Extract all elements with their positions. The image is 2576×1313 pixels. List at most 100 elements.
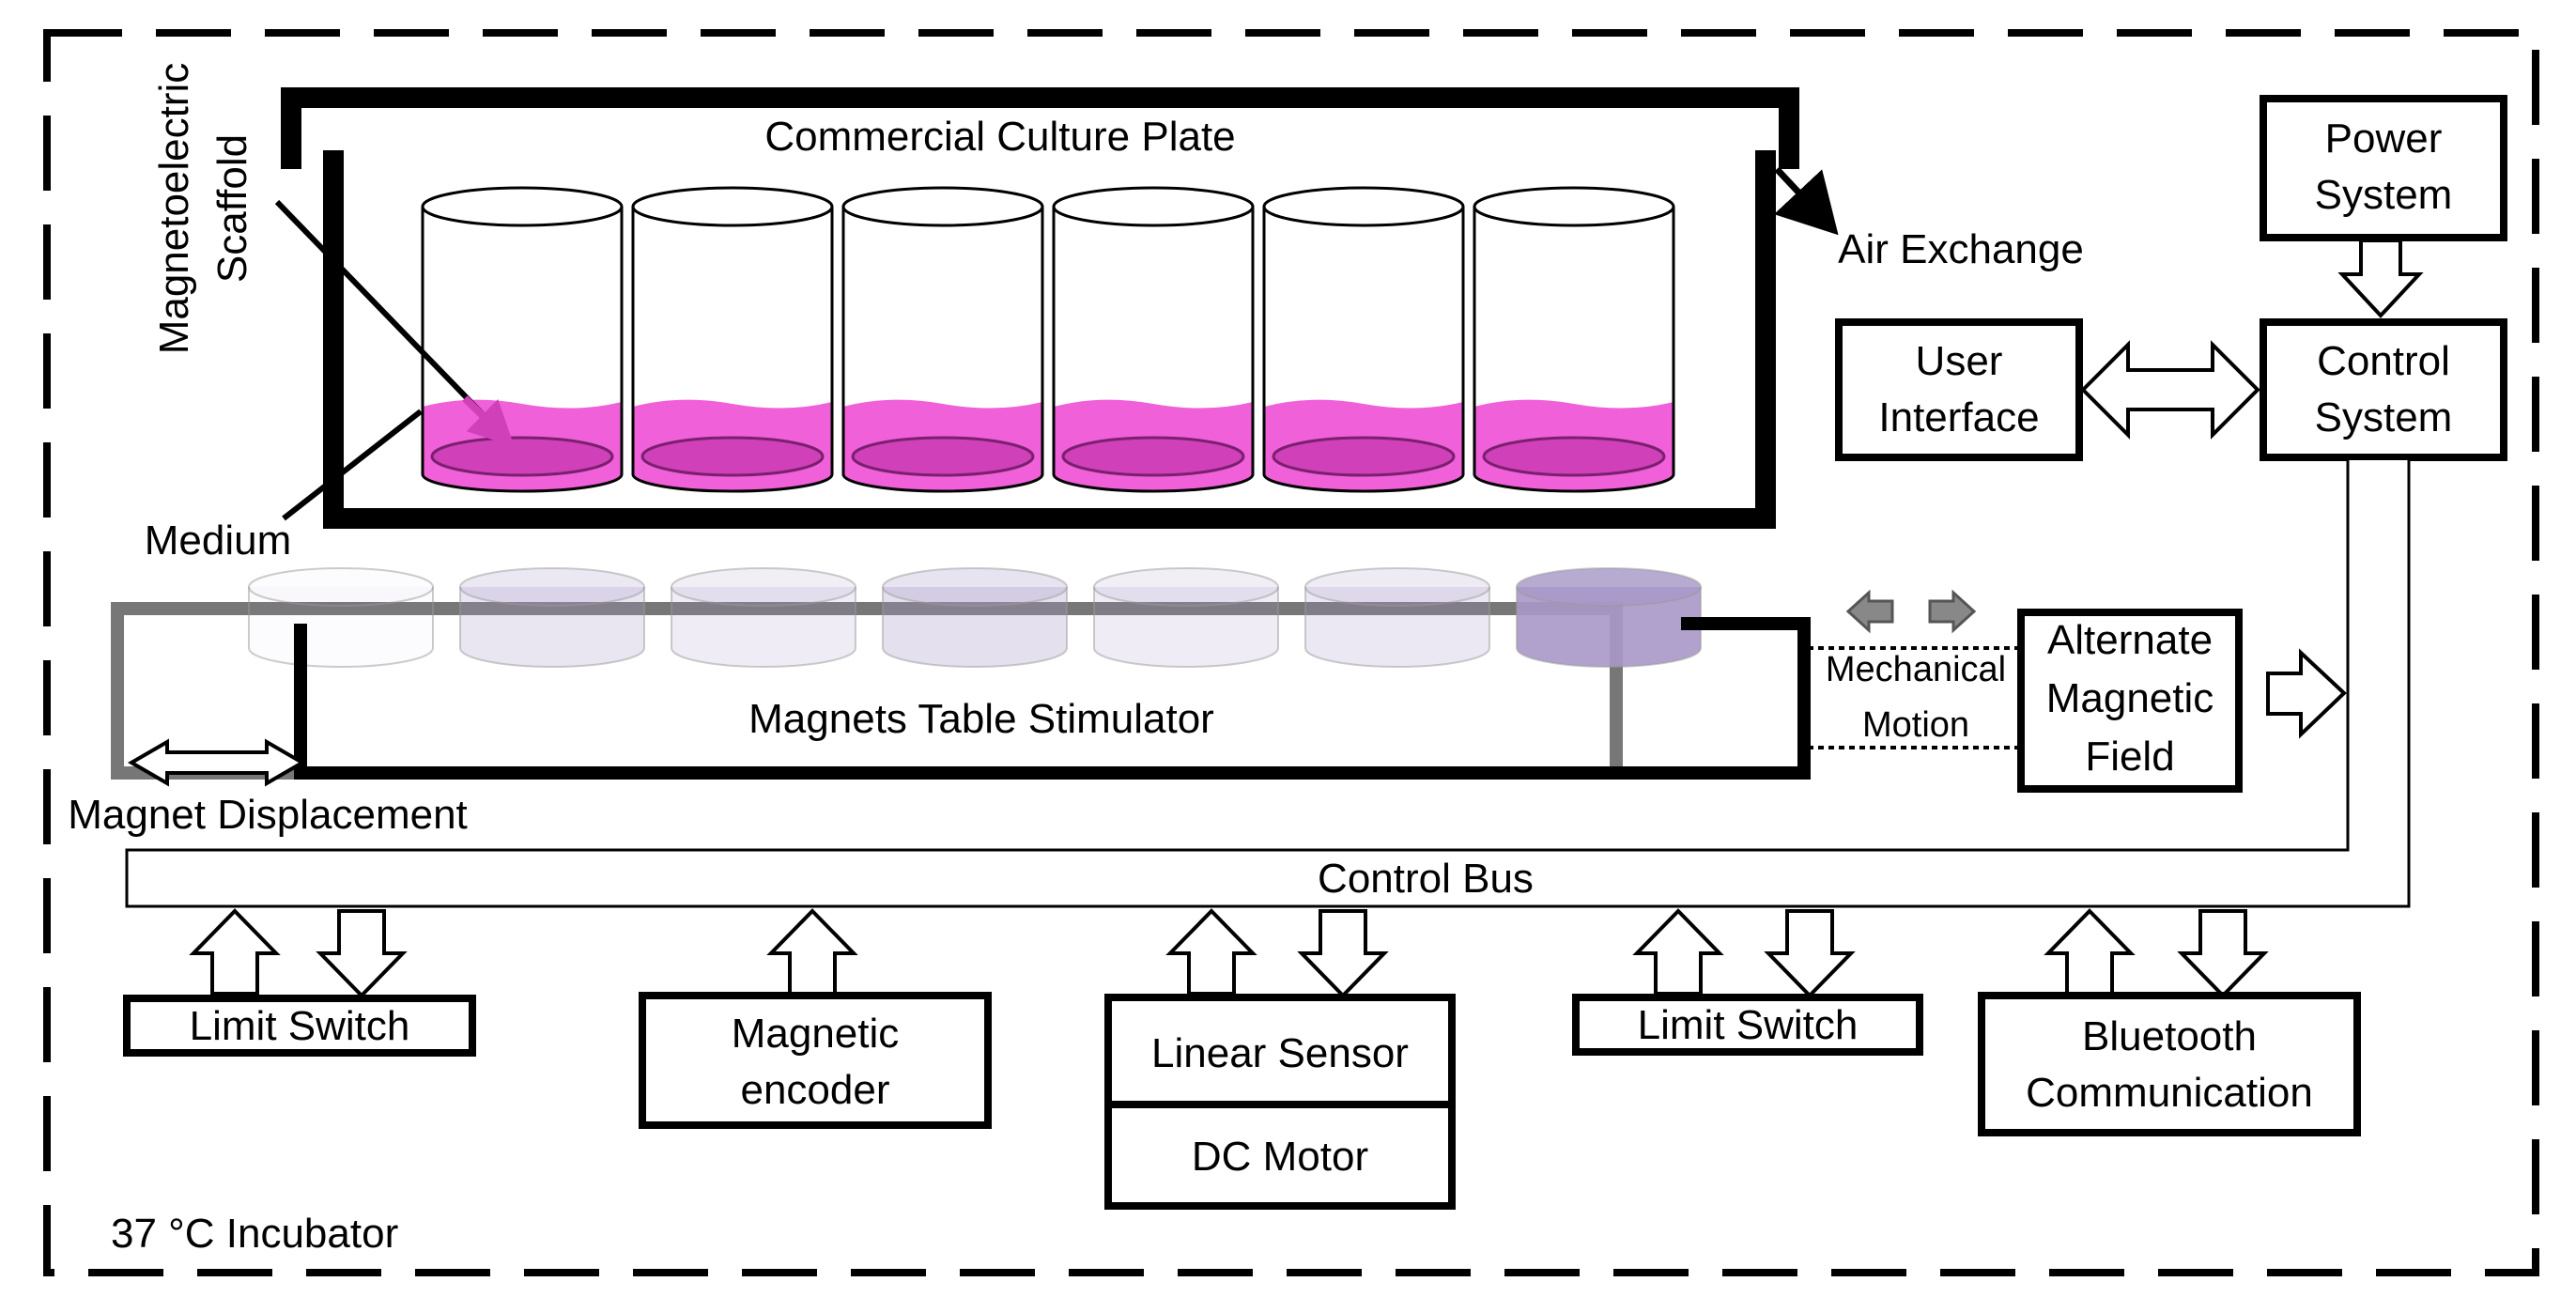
bus-up-arrow bbox=[2044, 908, 2136, 996]
plate-lid bbox=[281, 87, 1799, 169]
well-bottom bbox=[1473, 473, 1675, 493]
well-group bbox=[421, 186, 1675, 493]
well-rim bbox=[631, 186, 834, 227]
power-arrow bbox=[2337, 239, 2424, 318]
medium-pointer bbox=[282, 409, 423, 521]
alt-field-label-2: Magnetic bbox=[2046, 675, 2214, 721]
bus-down-arrow bbox=[2177, 909, 2269, 998]
magnet-top bbox=[1304, 567, 1490, 607]
scaffold-disc bbox=[1482, 436, 1666, 477]
scaffold-pointer-tip bbox=[462, 395, 515, 447]
plate-body bbox=[323, 150, 1776, 529]
magnet-disc bbox=[882, 567, 1068, 668]
magnets-table bbox=[294, 617, 1811, 780]
magnet-top bbox=[1093, 567, 1279, 607]
well-rim bbox=[841, 186, 1044, 227]
magnetic-encoder-box bbox=[639, 992, 992, 1129]
bluetooth-label-2: Communication bbox=[2026, 1070, 2313, 1116]
scaffold-disc bbox=[851, 436, 1035, 477]
magnet-displacement-label: Magnet Displacement bbox=[68, 792, 468, 838]
well-bottom bbox=[631, 473, 834, 493]
well-rim bbox=[1473, 186, 1675, 227]
magnet-group bbox=[248, 567, 1702, 668]
bus-down-arrow bbox=[1297, 909, 1389, 998]
bus-down-arrow bbox=[1764, 909, 1856, 998]
well-rim bbox=[421, 186, 624, 227]
control-label-1: Control bbox=[2317, 338, 2450, 384]
control-bus bbox=[125, 460, 2411, 908]
alternate-field-box bbox=[2017, 609, 2243, 793]
culture-well bbox=[1052, 186, 1255, 493]
bluetooth-box bbox=[1978, 992, 2361, 1136]
well-bottom bbox=[841, 473, 1044, 493]
magnet-disc bbox=[1516, 567, 1702, 668]
air-exchange-arrow bbox=[1773, 166, 1839, 236]
incubator-label: 37 °C Incubator bbox=[111, 1211, 398, 1257]
magnet-disc bbox=[1093, 567, 1279, 668]
culture-well bbox=[1262, 186, 1465, 493]
medium-label: Medium bbox=[145, 517, 292, 564]
incubator-boundary bbox=[43, 29, 2539, 1276]
mechanical-motion-label-1: Mechanical bbox=[1826, 650, 2006, 689]
control-system-box bbox=[2260, 318, 2507, 461]
air-exchange-label: Air Exchange bbox=[1838, 226, 2084, 272]
limit-switch-right-label: Limit Switch bbox=[1638, 1002, 1859, 1048]
limit-switch-left-label: Limit Switch bbox=[190, 1003, 410, 1049]
bus-up-arrow bbox=[1632, 908, 1724, 996]
bluetooth-label-1: Bluetooth bbox=[2082, 1013, 2257, 1059]
scaffold-label-2: Scaffold bbox=[209, 134, 255, 283]
encoder-label-2: encoder bbox=[740, 1067, 889, 1113]
scaffold-label-1: Magnetoelectric bbox=[151, 63, 197, 355]
alt-field-label-3: Field bbox=[2085, 734, 2174, 780]
ui-label-2: Interface bbox=[1878, 394, 2039, 440]
magnet-top bbox=[882, 567, 1068, 607]
power-label-1: Power bbox=[2325, 116, 2443, 162]
magnet-side bbox=[1093, 587, 1279, 668]
magnet-side bbox=[882, 587, 1068, 668]
bus-up-arrow bbox=[766, 908, 858, 996]
mechanical-motion-label-2: Motion bbox=[1862, 705, 1969, 745]
dc-motor-label: DC Motor bbox=[1192, 1134, 1368, 1180]
magnets-table-label: Magnets Table Stimulator bbox=[748, 696, 1214, 742]
culture-well bbox=[631, 186, 834, 493]
control-bus-label: Control Bus bbox=[1318, 856, 1534, 902]
control-label-2: System bbox=[2315, 394, 2453, 440]
well-bottom bbox=[1262, 473, 1465, 493]
culture-plate-label: Commercial Culture Plate bbox=[764, 114, 1235, 160]
culture-well bbox=[421, 186, 624, 493]
bus-up-arrow bbox=[1165, 908, 1257, 996]
user-interface-box bbox=[1835, 318, 2083, 461]
magnet-disc bbox=[459, 567, 645, 668]
ui-control-arrow bbox=[2080, 340, 2260, 440]
limit-switch-right-box bbox=[1572, 994, 1923, 1056]
magnet-top bbox=[671, 567, 856, 607]
well-rim bbox=[1262, 186, 1465, 227]
bus-down-arrow bbox=[316, 909, 408, 998]
scaffold-disc bbox=[430, 436, 614, 477]
well-rim bbox=[1052, 186, 1255, 227]
magnet-side bbox=[459, 587, 645, 668]
magnet-top bbox=[1516, 567, 1702, 607]
well-bottom bbox=[421, 473, 624, 493]
magnet-side bbox=[671, 587, 856, 668]
power-system-box bbox=[2260, 95, 2507, 241]
magnet-disc bbox=[1304, 567, 1490, 668]
culture-well bbox=[841, 186, 1044, 493]
magnet-side bbox=[1304, 587, 1490, 668]
field-arrow bbox=[2266, 648, 2347, 739]
ui-label-1: User bbox=[1916, 338, 2003, 384]
magnet-disc bbox=[671, 567, 856, 668]
scaffold-disc bbox=[1272, 436, 1456, 477]
bus-up-arrow bbox=[189, 908, 281, 996]
scaffold-disc bbox=[640, 436, 825, 477]
gray-left-arrow-icon bbox=[1845, 589, 1894, 634]
magnet-side bbox=[1516, 587, 1702, 668]
scaffold-disc bbox=[1061, 436, 1245, 477]
power-label-2: System bbox=[2315, 172, 2453, 218]
alt-field-label-1: Alternate bbox=[2047, 617, 2213, 663]
encoder-label-1: Magnetic bbox=[732, 1011, 900, 1057]
culture-well bbox=[1473, 186, 1675, 493]
linear-sensor-label: Linear Sensor bbox=[1151, 1030, 1409, 1076]
